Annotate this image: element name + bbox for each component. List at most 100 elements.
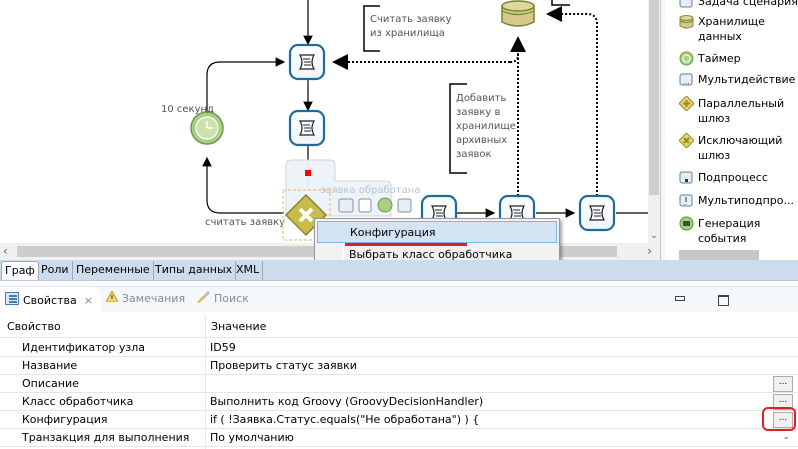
dropdown-chevron-icon[interactable]: ⌄ <box>782 432 790 442</box>
palette-item[interactable]: Таймер <box>679 51 798 66</box>
svg-text:...: ... <box>683 78 690 86</box>
script-task[interactable] <box>288 43 326 81</box>
property-value[interactable]: Проверить статус заявки <box>210 359 357 372</box>
warning-icon <box>105 289 119 305</box>
property-key: Класс обработчика <box>22 395 134 408</box>
multi-action-icon: ... <box>679 72 694 87</box>
properties-icon <box>5 292 19 308</box>
property-value[interactable]: Выполнить код Groovy (GroovyDecisionHand… <box>210 395 484 408</box>
script-task[interactable] <box>288 109 326 147</box>
scroll-right-icon[interactable]: › <box>647 244 652 258</box>
menu-item-label: Конфигурация <box>350 226 436 239</box>
minimize-icon[interactable] <box>675 296 685 301</box>
flow-label-processed: заявка обработана <box>320 185 420 196</box>
annotation-line: из хранилища <box>370 28 445 39</box>
tab-variables[interactable]: Переменные <box>73 261 154 280</box>
script-task-icon <box>679 0 694 9</box>
close-icon[interactable]: ⨯ <box>83 293 93 307</box>
scroll-down-icon[interactable]: ⌄ <box>650 231 658 241</box>
vertical-scrollbar[interactable]: ⌄ <box>648 0 660 243</box>
scroll-thumb[interactable] <box>649 0 659 195</box>
tab-xml[interactable]: XML <box>233 261 264 280</box>
edit-value-button[interactable]: ... <box>773 394 793 410</box>
exclusive-gateway-icon <box>678 132 695 149</box>
palette-item[interactable]: Генерация события <box>679 216 798 246</box>
menu-item-configuration[interactable]: Конфигурация <box>317 221 557 243</box>
properties-view: Свойства ⨯ Замечания Поиск Свойство Знач… <box>0 282 798 449</box>
tab-data-types[interactable]: Типы данных <box>152 261 237 280</box>
tab-search[interactable]: Поиск <box>196 291 249 306</box>
palette-item-label: Мультидействие <box>698 73 796 86</box>
property-value[interactable]: ID59 <box>210 341 236 354</box>
annotation-line: Добавить <box>456 93 506 104</box>
palette-item-label: Параллельный шлюз <box>698 97 785 125</box>
multi-subprocess-icon: .. <box>679 193 694 208</box>
annotation-line: Считать заявку <box>370 14 452 25</box>
annotation-read-storage[interactable]: Считать заявку из хранилища <box>363 5 452 52</box>
palette-item[interactable]: Исключающий шлюз <box>678 132 798 163</box>
script-task[interactable] <box>578 194 616 232</box>
column-divider[interactable] <box>205 316 206 449</box>
menu-item-label: Выбрать класс обработчика <box>349 248 513 261</box>
red-underline-annotation <box>345 243 467 246</box>
connection-handle[interactable] <box>305 170 311 176</box>
datastore-icon <box>679 14 694 29</box>
timer-label: 10 секунд <box>161 104 214 115</box>
view-tabbar: Свойства ⨯ Замечания Поиск <box>0 286 798 313</box>
x-cross-icon <box>298 207 314 223</box>
palette-item-label: Задача сценария <box>698 0 798 8</box>
script-icon <box>588 205 606 221</box>
annotation-add-archive[interactable]: Добавить заявку в хранилище архивных зая… <box>449 83 516 174</box>
annotation-line: заявку в <box>456 107 500 118</box>
property-row[interactable]: Класс обработчика Выполнить код Groovy (G… <box>0 393 798 411</box>
property-row[interactable]: Описание... <box>0 375 798 393</box>
property-row[interactable]: Название Проверить статус заявки <box>0 357 798 375</box>
tab-properties[interactable]: Свойства ⨯ <box>0 287 101 313</box>
data-associations <box>332 6 598 196</box>
context-menu: Конфигурация Выбрать класс обработчика <box>314 218 560 268</box>
timer-event[interactable] <box>190 111 224 145</box>
properties-table-header: Свойство Значение <box>0 316 798 338</box>
palette-item[interactable]: Параллельный шлюз <box>678 95 798 126</box>
palette-scroll-down[interactable] <box>679 250 759 260</box>
palette-item[interactable]: .. Мультиподпро... <box>679 193 798 208</box>
script-icon <box>298 120 316 136</box>
datastore-icon[interactable] <box>501 0 535 27</box>
palette-task-icon[interactable] <box>338 198 354 213</box>
palette-item-label: Генерация события <box>698 217 761 245</box>
palette-item[interactable]: Подпроцесс <box>679 170 798 185</box>
tab-graph[interactable]: Граф <box>1 261 39 280</box>
scroll-left-icon[interactable]: ‹ <box>3 244 8 258</box>
column-header-value[interactable]: Значение <box>211 320 267 333</box>
edit-value-button[interactable]: ... <box>773 376 793 392</box>
property-value[interactable]: if ( !Заявка.Статус.equals("Не обработан… <box>210 413 480 426</box>
palette-item-label: Таймер <box>698 52 741 65</box>
menu-item-select-handler-class[interactable]: Выбрать класс обработчика <box>317 244 557 266</box>
palette-item-label: Хранилище данных <box>698 15 765 43</box>
palette-multi-icon[interactable] <box>397 198 412 213</box>
send-message-icon <box>679 216 694 231</box>
palette-item[interactable]: Задача сценария <box>679 0 798 9</box>
palette-timer-icon[interactable] <box>377 197 393 213</box>
tab-problems[interactable]: Замечания <box>105 289 185 305</box>
process-diagram[interactable]: Считать заявку из хранилища Добавить зая… <box>0 0 660 243</box>
property-value[interactable]: По умолчанию <box>210 431 294 444</box>
palette-item[interactable]: Хранилище данных <box>679 14 798 44</box>
svg-text:..: .. <box>683 200 687 207</box>
palette-script-icon[interactable] <box>358 198 372 213</box>
annotation-line: архивных <box>456 135 507 146</box>
flashlight-icon <box>196 291 210 306</box>
palette-item[interactable]: ... Мультидействие <box>679 72 798 87</box>
tab-roles[interactable]: Роли <box>38 261 73 280</box>
annotation-top-right-fragment <box>551 0 570 6</box>
property-key: Название <box>22 359 78 372</box>
property-key: Описание <box>22 377 79 390</box>
edit-value-button[interactable]: ... <box>773 412 793 428</box>
parallel-gateway-icon <box>678 95 695 112</box>
maximize-icon[interactable] <box>718 295 729 306</box>
diagram-canvas[interactable]: Считать заявку из хранилища Добавить зая… <box>0 0 660 243</box>
column-header-property[interactable]: Свойство <box>7 320 61 333</box>
